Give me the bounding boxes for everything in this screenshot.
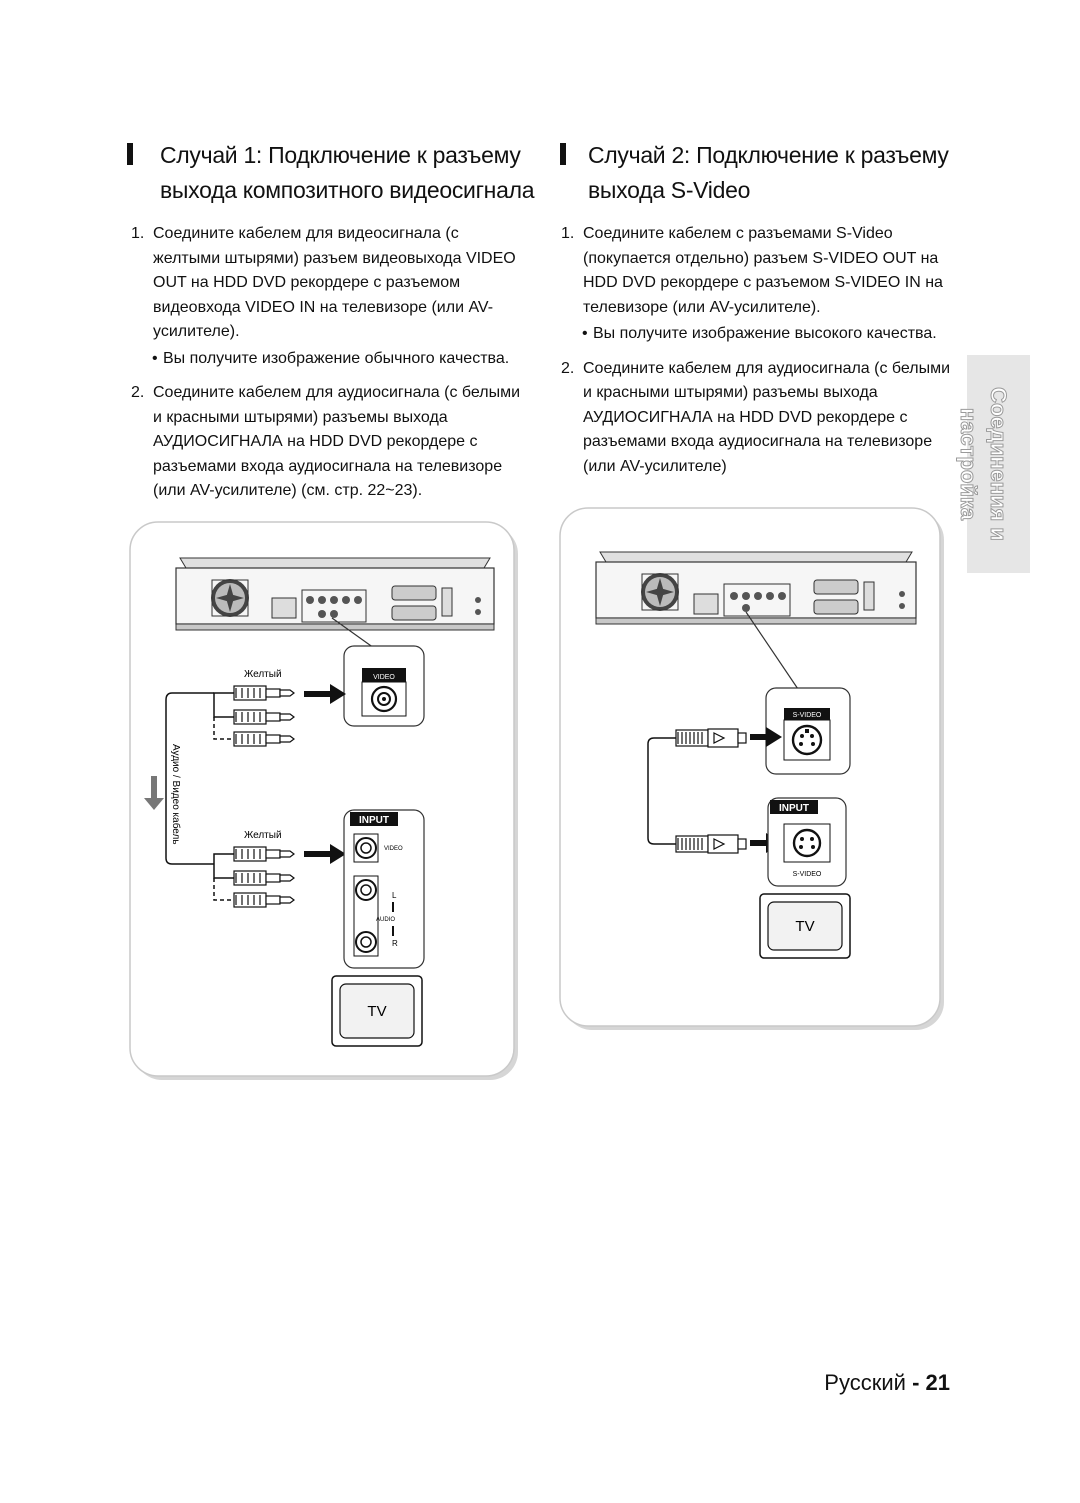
tv-icon: TV <box>759 893 851 959</box>
svideo-connection-diagram: S-VIDEO INPUT S-VI <box>559 507 944 1030</box>
right-step-2: 2. Соедините кабелем для аудиосигнала (с… <box>561 357 971 480</box>
step-line: разъемами входа аудиосигнала на телевизо… <box>583 433 933 450</box>
left-instructions: 1. Соедините кабелем для видеосигнала (с… <box>131 222 541 504</box>
svideo-plug-top <box>675 728 747 748</box>
left-title-marker <box>127 143 133 165</box>
recorder-rear-panel <box>175 557 495 631</box>
input-label: INPUT <box>359 815 389 826</box>
step-line: видеовхода VIDEO IN на телевизоре (или A… <box>153 298 494 316</box>
step-line: (или AV-усилителе) (см. стр. 22~23). <box>153 482 423 499</box>
video-jack-label: VIDEO <box>373 674 395 681</box>
composite-connection-diagram: VIDEO Желтый Аудио / Видео кабель Желтый <box>129 521 518 1080</box>
step-line: OUT на HDD DVD рекордере с разъемом <box>153 274 461 291</box>
step-line: АУДИОСИГНАЛА на HDD DVD рекордере с <box>583 408 908 426</box>
arrow-right-icon <box>750 727 782 747</box>
right-title-line1: Случай 2: Подключение к разъему <box>588 142 949 168</box>
audio-l-label: L <box>392 891 397 900</box>
left-section-title: Случай 1: Подключение к разъему выхода к… <box>160 138 560 208</box>
step-line: Соедините кабелем для видеосигнала (с <box>153 225 459 242</box>
step-line: и красными штырями) разъемы выхода <box>153 408 448 426</box>
tv-input-panel: INPUT VIDEO L AUDIO R <box>343 809 425 969</box>
step-line: и красными штырями) разъемы выхода <box>583 384 878 401</box>
yellow-plug-label-bottom: Желтый <box>244 830 282 841</box>
step-number: 1. <box>561 225 575 242</box>
audio-r-label: R <box>392 939 398 948</box>
page-footer: Русский - 21 <box>800 1368 950 1398</box>
left-step-1: 1. Соедините кабелем для видеосигнала (с… <box>131 222 541 345</box>
right-step-1: 1. Соедините кабелем с разъемами S-Video… <box>561 222 971 320</box>
step-line: HDD DVD рекордере с разъемом S-VIDEO IN … <box>583 274 943 291</box>
step-line: АУДИОСИГНАЛА на HDD DVD рекордере с <box>153 433 478 450</box>
yellow-plug-label-top: Желтый <box>244 669 282 680</box>
tv-label: TV <box>795 918 814 935</box>
step-line: (или AV-усилителе) <box>583 457 727 475</box>
chapter-side-tab-label: Соединения и настройка <box>956 387 1012 542</box>
video-out-jack-zoom: VIDEO <box>343 645 425 727</box>
step-line: усилителе). <box>153 323 240 340</box>
av-cable-plugs-top <box>233 685 295 747</box>
step-line: желтыми штырями) разъем видеовыхода VIDE… <box>153 249 516 267</box>
right-title-marker <box>560 143 566 165</box>
left-step-1-note: Вы получите изображение обычного качеств… <box>131 347 541 372</box>
right-section-title: Случай 2: Подключение к разъему выхода S… <box>588 138 958 208</box>
left-step-2: 2. Соедините кабелем для аудиосигнала (с… <box>131 381 541 504</box>
step-line: Соедините кабелем для аудиосигнала (с бе… <box>583 359 951 377</box>
input-label: INPUT <box>779 803 809 814</box>
left-title-line2: выхода композитного видеосигнала <box>160 177 535 203</box>
right-step-1-note: Вы получите изображение высокого качеств… <box>561 322 971 347</box>
right-instructions: 1. Соедините кабелем с разъемами S-Video… <box>561 222 971 479</box>
recorder-rear-panel <box>595 551 917 625</box>
step-line: Соедините кабелем с разъемами S-Video <box>583 225 893 242</box>
step-number: 2. <box>561 359 575 377</box>
tv-label: TV <box>367 1003 386 1020</box>
svideo-plug-bottom <box>675 834 747 854</box>
step-line: разъемами входа аудиосигнала на телевизо… <box>153 457 503 475</box>
footer-language: Русский <box>824 1370 906 1395</box>
av-cable-label: Аудио / Видео кабель <box>170 744 182 845</box>
arrow-down-icon <box>144 776 164 810</box>
step-line: (покупается отдельно) разъем S-VIDEO OUT… <box>583 249 939 267</box>
step-line: Соедините кабелем для аудиосигнала (с бе… <box>153 384 521 401</box>
chapter-side-tab: Соединения и настройка <box>956 355 1030 573</box>
svideo-out-jack-zoom: S-VIDEO <box>765 687 851 775</box>
audio-label: AUDIO <box>376 917 395 923</box>
arrow-right-icon <box>304 844 346 864</box>
page-number: 21 <box>925 1370 950 1395</box>
arrow-right-icon <box>304 684 346 704</box>
svideo-jack-label: S-VIDEO <box>793 712 822 719</box>
tv-svideo-input-panel: INPUT S-VIDEO <box>767 797 847 887</box>
left-title-line1: Случай 1: Подключение к разъему <box>160 142 521 168</box>
step-number: 1. <box>131 225 145 242</box>
step-line: телевизоре (или AV-усилителе). <box>583 298 821 316</box>
right-title-line2: выхода S-Video <box>588 177 751 203</box>
footer-separator: - <box>912 1370 920 1395</box>
input-video-label: VIDEO <box>384 846 403 852</box>
input-svideo-label: S-VIDEO <box>793 871 822 878</box>
av-cable-plugs-bottom <box>233 846 295 908</box>
tv-icon: TV <box>331 975 423 1047</box>
step-number: 2. <box>131 384 145 401</box>
